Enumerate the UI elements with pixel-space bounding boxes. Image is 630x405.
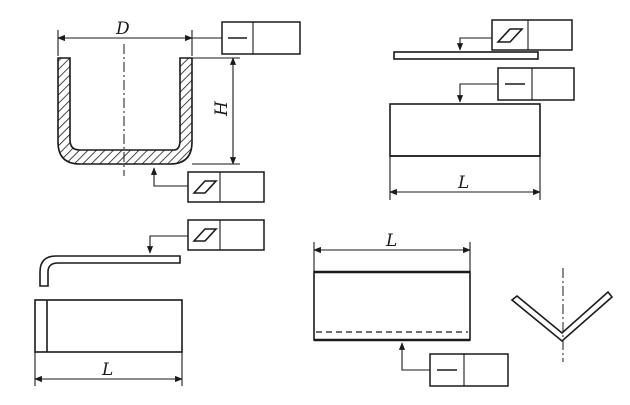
angle-strip-side-view (39, 255, 181, 287)
angle-flatness-leader (146, 235, 188, 254)
angle-flatness-tolerance-frame (187, 219, 265, 251)
cup-bottom-tolerance-frame (187, 171, 265, 203)
cup-rim-tolerance-frame (221, 21, 301, 55)
cup-section-view: D H (57, 19, 301, 203)
angle-l-label: L (101, 360, 113, 380)
plate-edge-view (393, 51, 539, 60)
plate-plan-view (389, 103, 541, 157)
cup-h-label: H (212, 100, 232, 117)
angle-strip-views: L (34, 219, 265, 386)
v-angle-section (510, 268, 614, 362)
flatness-icon (496, 28, 524, 43)
channel-straightness-tolerance-frame (429, 353, 509, 387)
plate-views: L (389, 19, 575, 200)
cup-bottom-leader (150, 167, 190, 187)
plate-flatness-tolerance-frame (491, 19, 573, 51)
cup-d-label: D (115, 19, 130, 39)
plate-straightness-leader (456, 83, 500, 103)
plate-straightness-tolerance-frame (497, 67, 575, 101)
angle-strip-plan-view (34, 299, 183, 353)
plate-flatness-leader (456, 37, 492, 51)
channel-l-label: L (385, 231, 397, 251)
flatness-icon (192, 228, 218, 242)
flatness-icon (192, 180, 218, 194)
channel-views: L (313, 231, 509, 387)
plate-l-label: L (457, 173, 469, 193)
cup-wall-hatched (57, 57, 193, 165)
channel-body (313, 271, 471, 341)
channel-straightness-leader (398, 342, 430, 371)
v-angle-profile (510, 290, 614, 343)
